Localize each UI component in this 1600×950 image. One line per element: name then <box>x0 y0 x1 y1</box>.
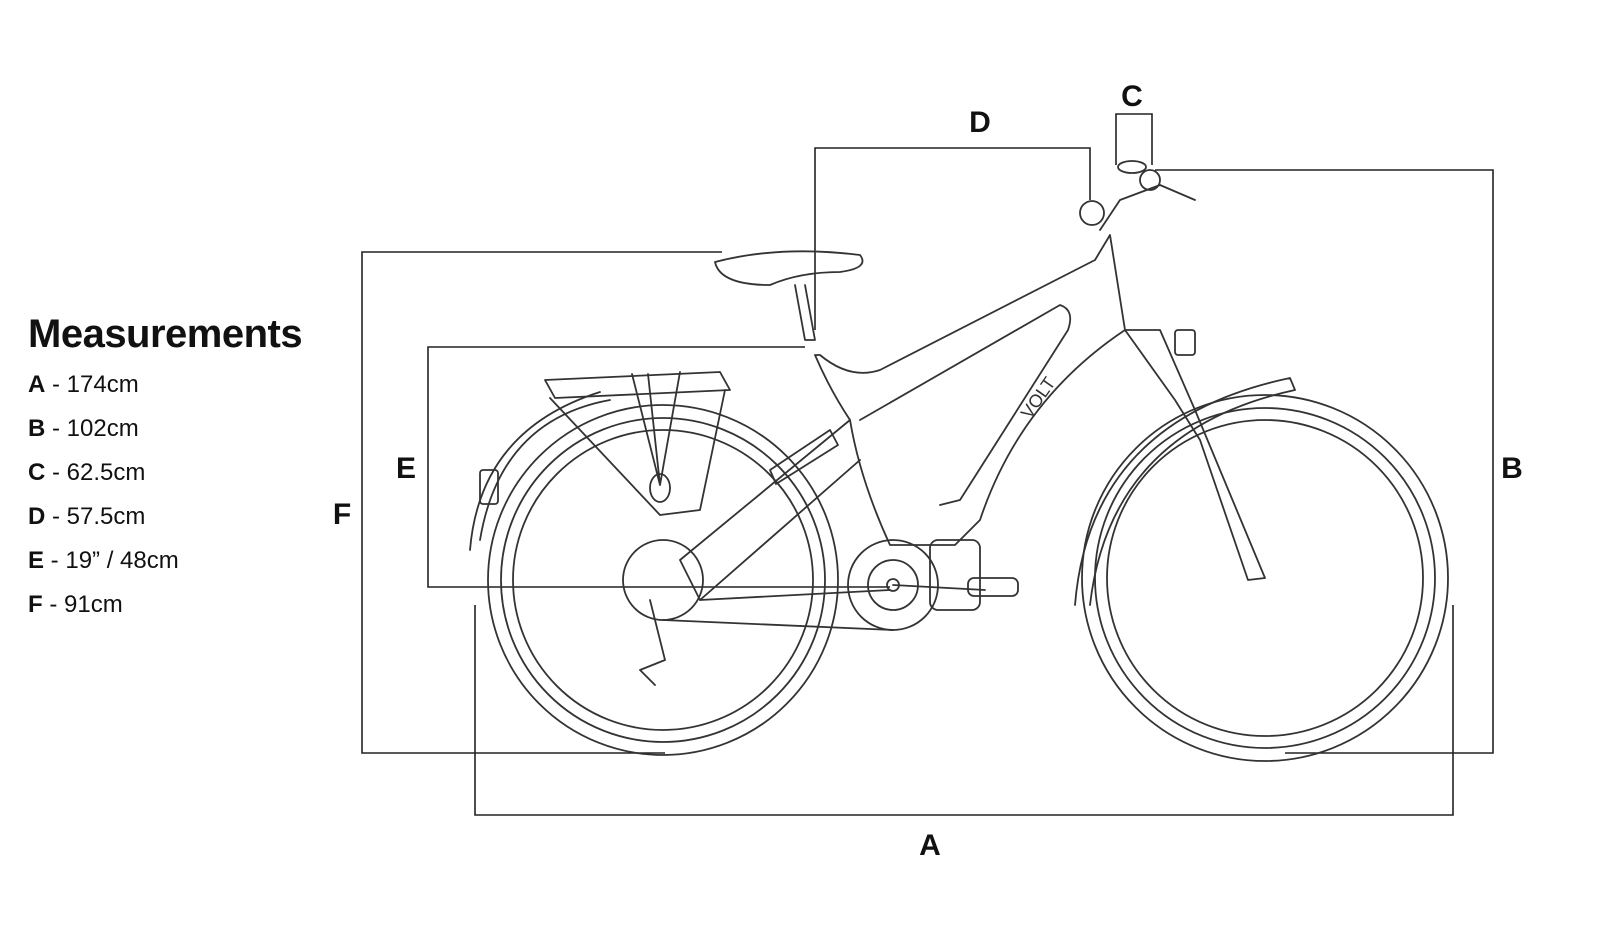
measurement-value: - 174cm <box>45 371 139 398</box>
dimension-b: B <box>1155 169 1523 754</box>
bike-illustration: VOLT <box>469 160 1449 762</box>
label-e: E <box>396 452 416 485</box>
measurement-value: - 19” / 48cm <box>44 547 179 574</box>
measurement-value: - 57.5cm <box>45 503 146 530</box>
measurement-f: F - 91cm <box>28 583 302 627</box>
fork <box>1124 329 1266 581</box>
dimension-e: E <box>396 346 890 588</box>
measurement-value: - 91cm <box>42 591 123 618</box>
measurement-d: D - 57.5cm <box>28 495 302 539</box>
dimension-d: D <box>814 106 1091 330</box>
measurement-key: D <box>28 503 46 530</box>
rear-rack <box>544 371 731 516</box>
volt-logo: VOLT <box>1017 373 1060 422</box>
drivetrain <box>622 539 1019 686</box>
measurement-key: C <box>28 459 46 486</box>
measurement-c: C - 62.5cm <box>28 451 302 495</box>
label-c: C <box>1121 80 1143 113</box>
saddle <box>714 250 864 341</box>
label-b: B <box>1501 452 1523 485</box>
measurement-value: - 102cm <box>45 415 139 442</box>
legend-title: Measurements <box>28 312 303 356</box>
label-d: D <box>969 106 991 139</box>
measurement-a: A - 174cm <box>28 363 302 407</box>
dimension-f: F <box>333 251 722 754</box>
label-a: A <box>919 829 941 862</box>
rear-wheel <box>469 391 839 756</box>
measurement-b: B - 102cm <box>28 407 302 451</box>
dimension-c: C <box>1115 80 1153 165</box>
measurement-e: E - 19” / 48cm <box>28 539 302 583</box>
front-wheel <box>1074 377 1449 762</box>
dimension-a: A <box>474 605 1454 862</box>
frame: VOLT <box>679 234 1126 601</box>
measurement-key: B <box>28 415 46 442</box>
measurement-key: E <box>28 547 45 574</box>
label-f: F <box>333 498 351 531</box>
measurement-key: A <box>28 371 46 398</box>
measurement-key: F <box>28 591 43 618</box>
handlebar <box>1079 160 1196 231</box>
measurements-legend: Measurements A - 174cm B - 102cm C - 62.… <box>28 312 303 627</box>
measurement-value: - 62.5cm <box>45 459 146 486</box>
